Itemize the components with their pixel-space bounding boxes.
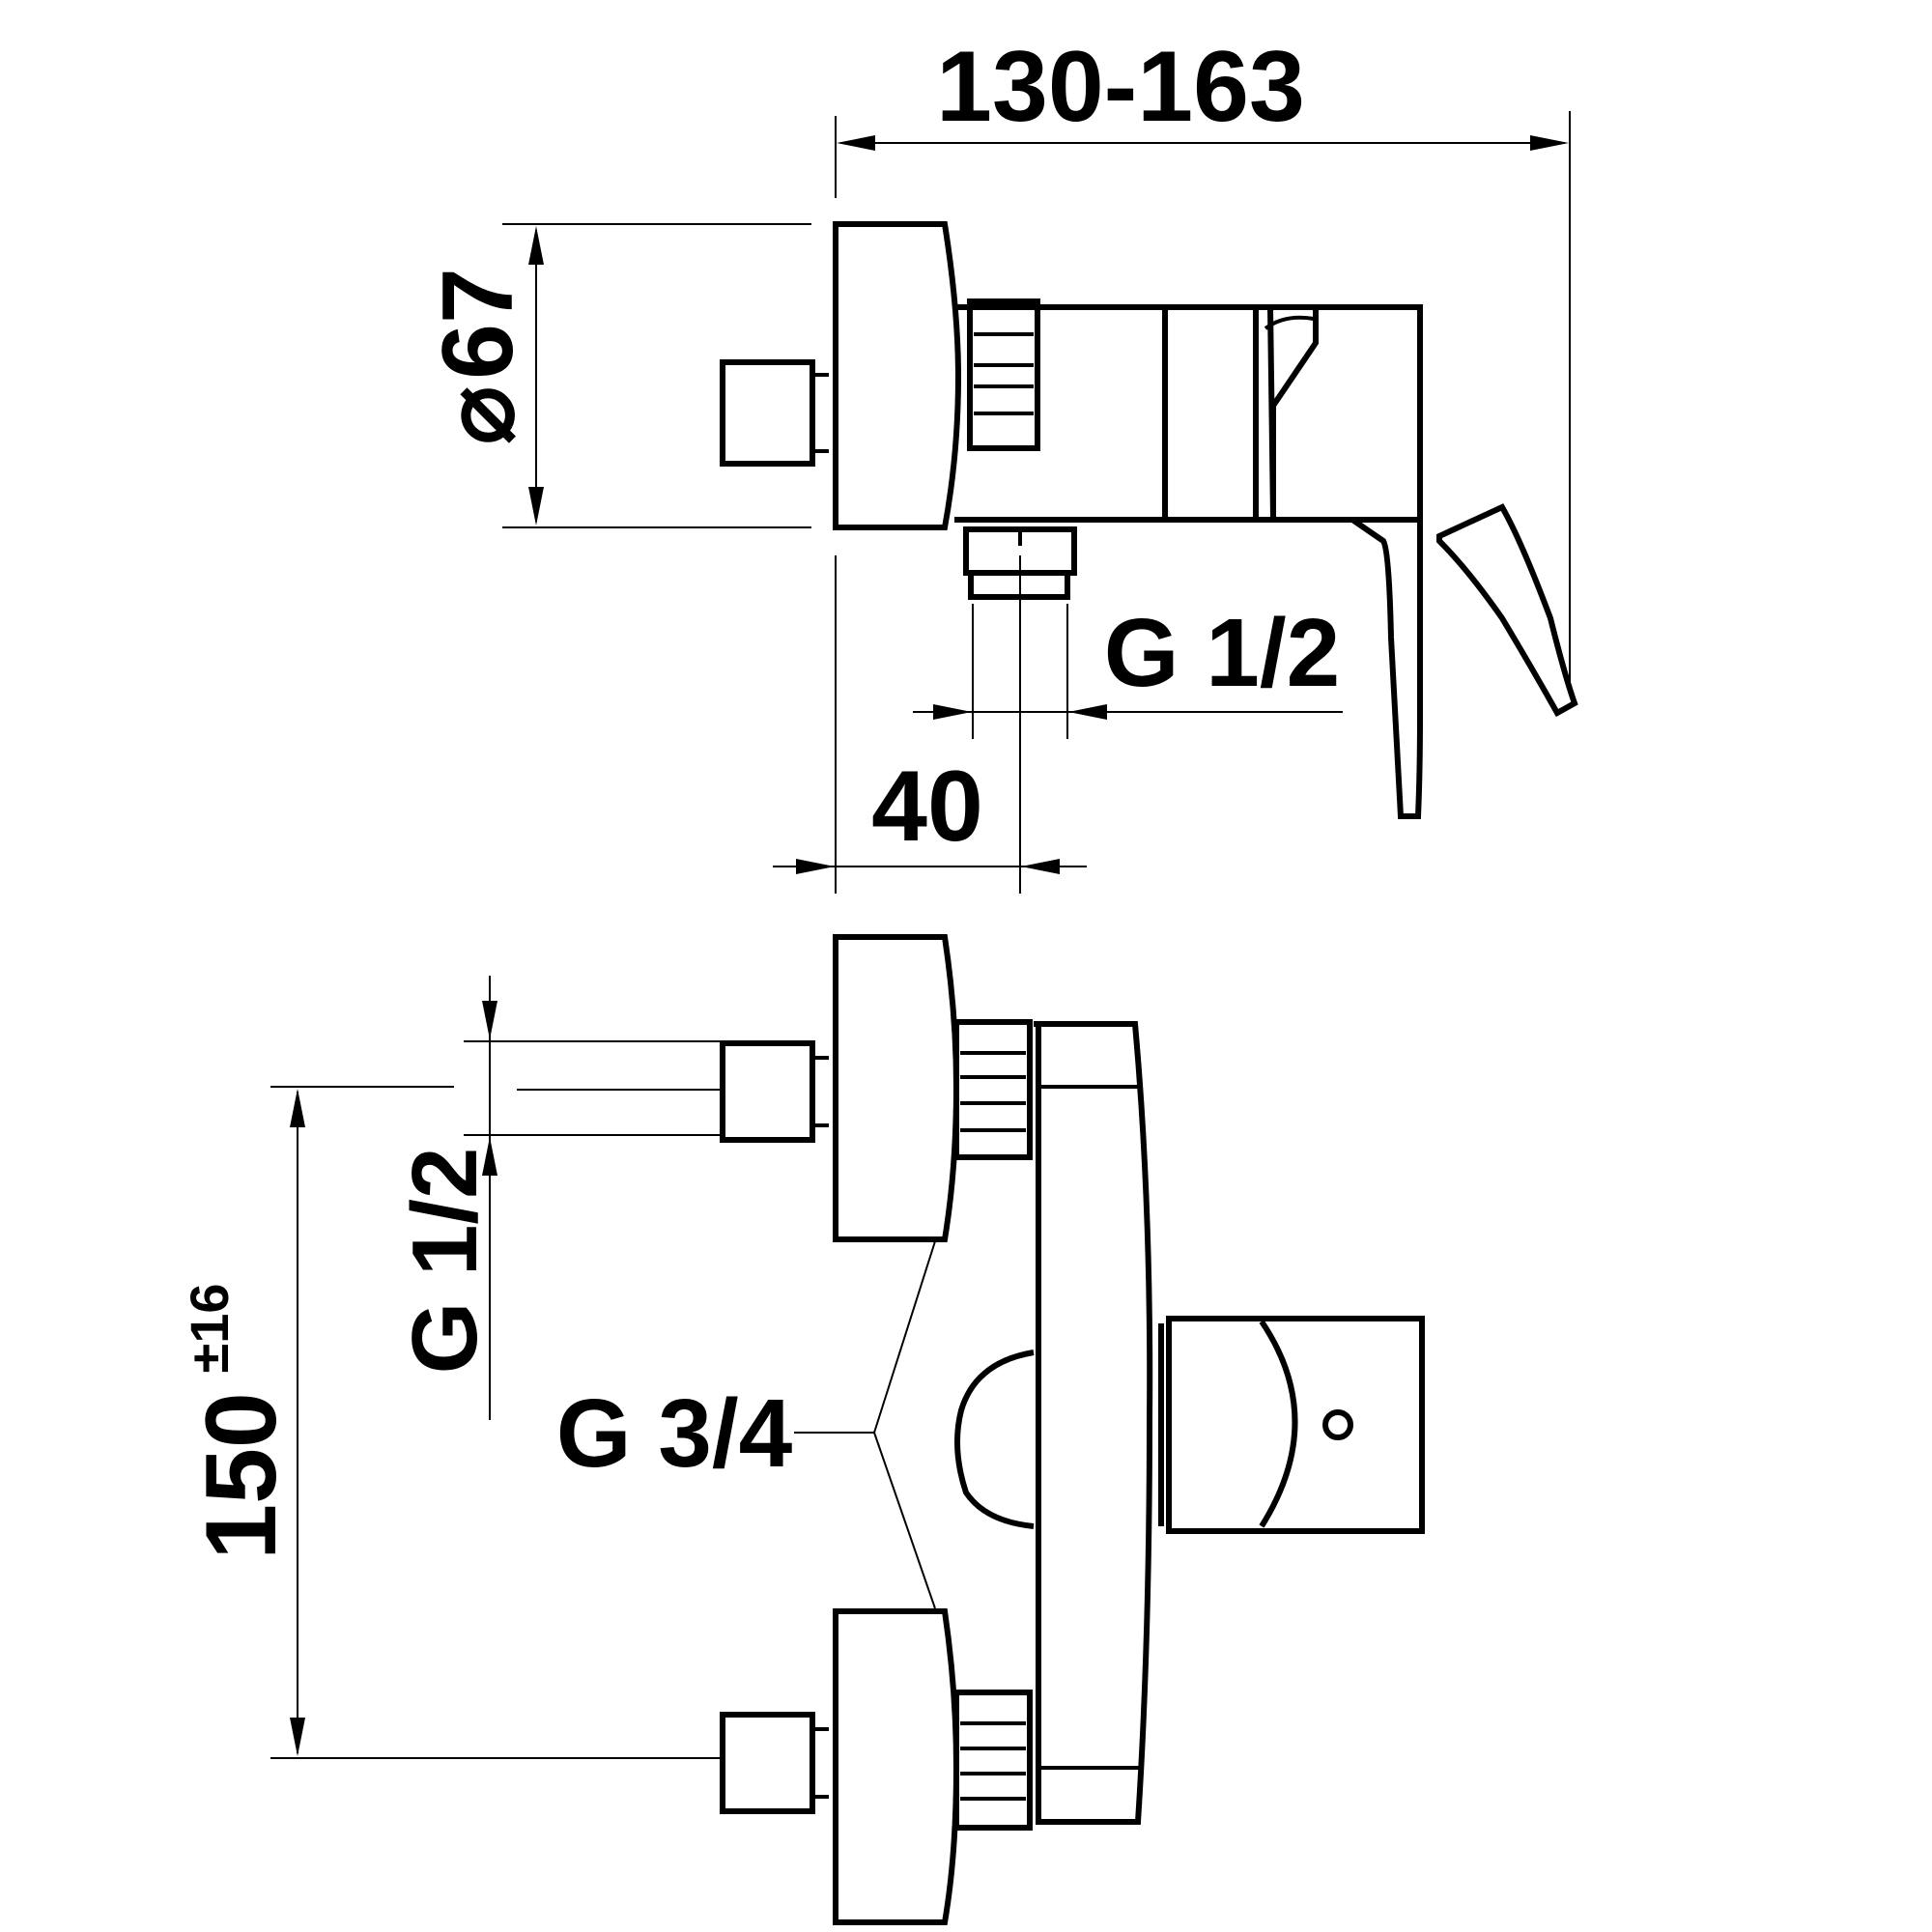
outlet-offset-label: 40 bbox=[871, 751, 983, 863]
front-lower-stub bbox=[720, 1712, 815, 1814]
side-spout bbox=[1350, 307, 1423, 819]
front-handle-base bbox=[1158, 1316, 1425, 1534]
outlet-thread-label: G 1/2 bbox=[1104, 599, 1341, 707]
front-lower-escutcheon bbox=[833, 1608, 960, 1925]
inlet-thread-dimension: G 1/2 bbox=[393, 976, 723, 1420]
front-upper-hex-nut bbox=[953, 1019, 1033, 1160]
side-hex-nut bbox=[967, 298, 1040, 451]
eccentric-thread-callout: G 3/4 bbox=[556, 1240, 936, 1609]
outlet-offset-dimension: 40 bbox=[773, 555, 1087, 894]
front-upper-stub bbox=[720, 1040, 815, 1143]
front-mixer-body bbox=[1034, 1021, 1153, 1825]
width-dimension-label: 130-163 bbox=[936, 31, 1305, 143]
side-lever-tip bbox=[1436, 503, 1578, 718]
side-lever-handle bbox=[1267, 306, 1319, 519]
front-body-cutout bbox=[954, 1350, 1035, 1529]
centers-dimension: 150 ±16 bbox=[179, 1086, 723, 1759]
diameter-dimension: ⌀ 67 bbox=[422, 223, 811, 528]
outlet-thread-dimension: G 1/2 bbox=[913, 599, 1343, 739]
side-view: 130-163 ⌀ 67 bbox=[422, 31, 1578, 894]
centers-label: 150 bbox=[185, 1392, 298, 1560]
front-indicator-dot bbox=[1322, 1409, 1353, 1440]
front-lower-hex-nut bbox=[953, 1690, 1033, 1831]
side-wall-stub bbox=[720, 359, 815, 467]
diameter-label: 67 bbox=[422, 268, 534, 380]
width-dimension: 130-163 bbox=[835, 31, 1571, 691]
centers-tolerance-label: ±16 bbox=[179, 1283, 240, 1373]
front-upper-escutcheon bbox=[833, 934, 960, 1242]
eccentric-thread-label: G 3/4 bbox=[556, 1379, 793, 1488]
front-view: G 1/2 150 ±16 G 3/4 bbox=[179, 934, 1425, 1925]
inlet-thread-label: G 1/2 bbox=[393, 1148, 497, 1375]
diameter-symbol: ⌀ bbox=[425, 386, 533, 444]
side-escutcheon bbox=[833, 221, 962, 530]
